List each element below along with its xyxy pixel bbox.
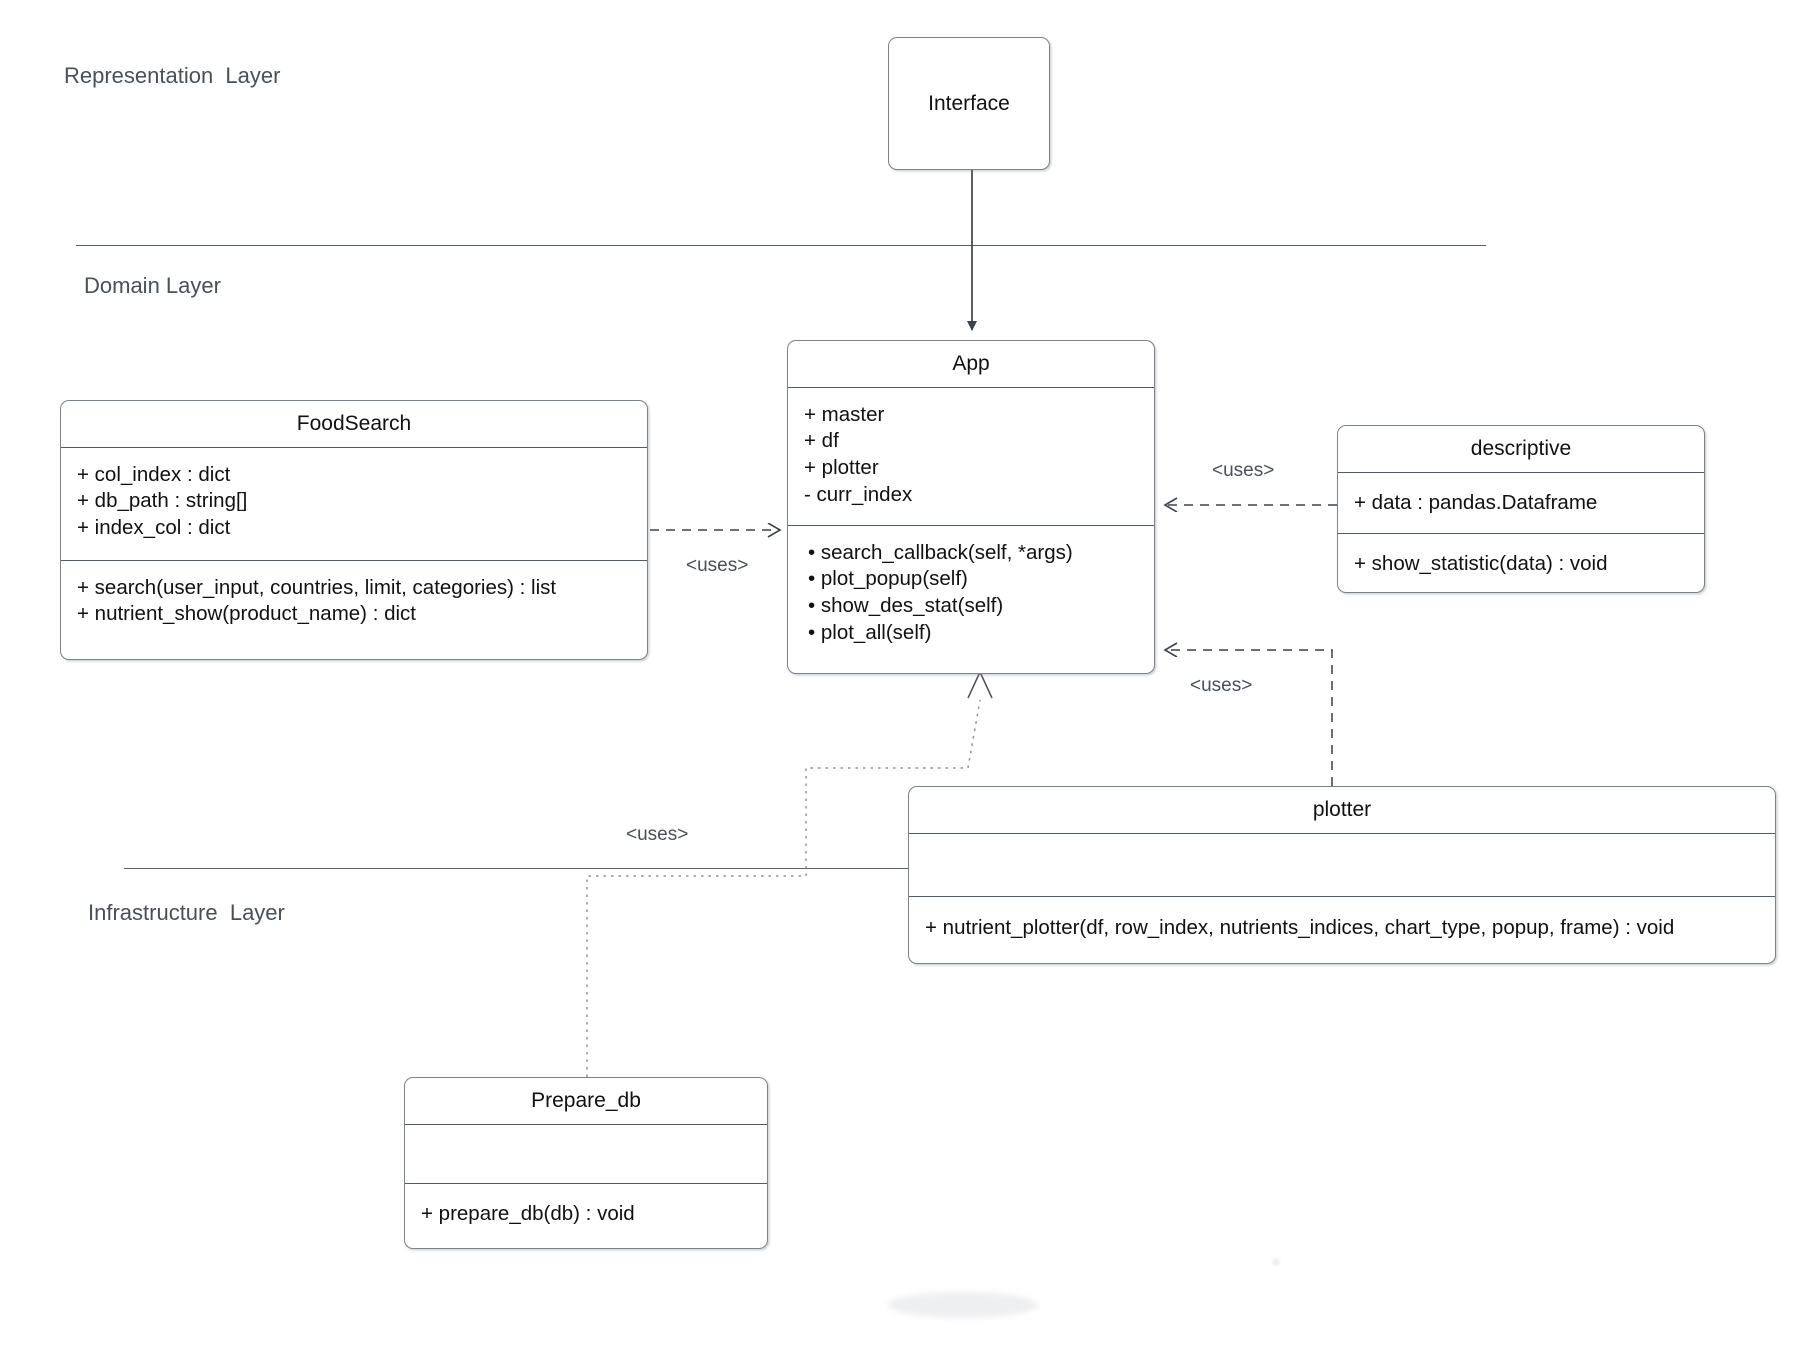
method-row: show_des_stat(self): [804, 593, 1140, 620]
attribute-row: + master: [804, 402, 885, 426]
class-title-descriptive: descriptive: [1470, 437, 1572, 460]
class-methods-plotter: + nutrient_plotter(df, row_index, nutrie…: [909, 897, 1775, 954]
connector-label-foodsearch-uses: <uses>: [686, 555, 749, 576]
hollow-triangle-icon: [967, 670, 993, 699]
class-separator: [788, 387, 1154, 388]
class-attributes-descriptive: + data : pandas.Dataframe: [1338, 473, 1704, 533]
class-title-interface: Interface: [928, 91, 1010, 115]
class-box-descriptive[interactable]: descriptive + data : pandas.Dataframe + …: [1337, 425, 1705, 593]
connector-label-descriptive-uses: <uses>: [1212, 460, 1275, 481]
class-separator: [405, 1183, 767, 1184]
method-row: plot_popup(self): [804, 566, 1140, 593]
class-attributes-plotter: [909, 834, 1775, 896]
method-row: + search(user_input, countries, limit, c…: [77, 575, 557, 599]
class-methods-app: search_callback(self, *args) plot_popup(…: [788, 526, 1154, 660]
class-box-plotter[interactable]: plotter + nutrient_plotter(df, row_index…: [908, 786, 1776, 964]
class-separator: [1338, 472, 1704, 473]
layer-label-representation: Representation Layer: [64, 63, 281, 88]
layer-label-domain: Domain Layer: [84, 273, 221, 298]
method-row: + show_statistic(data) : void: [1354, 551, 1608, 575]
class-separator: [909, 833, 1775, 834]
scan-artifact: [1272, 1258, 1280, 1266]
class-separator: [1338, 533, 1704, 534]
class-box-foodsearch[interactable]: FoodSearch + col_index : dict + db_path …: [60, 400, 648, 660]
class-title-app: App: [952, 352, 990, 375]
layer-label-infrastructure: Infrastructure Layer: [88, 900, 285, 925]
connector-label-prepare-db-uses: <uses>: [626, 824, 689, 845]
method-row: + prepare_db(db) : void: [421, 1201, 635, 1225]
class-title-prepare-db: Prepare_db: [531, 1089, 641, 1112]
class-separator: [61, 447, 647, 448]
class-separator: [405, 1124, 767, 1125]
attribute-row: + index_col : dict: [77, 516, 231, 540]
class-box-interface[interactable]: Interface: [888, 37, 1050, 170]
class-attributes-app: + master + df + plotter - curr_index: [788, 388, 1154, 525]
class-methods-foodsearch: + search(user_input, countries, limit, c…: [61, 561, 647, 641]
class-box-app[interactable]: App + master + df + plotter - curr_index…: [787, 340, 1155, 674]
attribute-row: + col_index : dict: [77, 462, 231, 486]
method-row: search_callback(self, *args): [804, 539, 1140, 566]
method-row: + nutrient_plotter(df, row_index, nutrie…: [925, 915, 1675, 939]
class-separator: [909, 896, 1775, 897]
class-separator: [61, 560, 647, 561]
scan-artifact: [888, 1292, 1038, 1318]
class-title-foodsearch: FoodSearch: [296, 412, 412, 435]
attribute-row: + plotter: [804, 456, 879, 480]
wire-plotter-to-app: [1165, 650, 1333, 786]
class-separator: [788, 525, 1154, 526]
attribute-row: - curr_index: [804, 483, 913, 507]
connector-label-plotter-uses: <uses>: [1190, 675, 1253, 696]
class-attributes-foodsearch: + col_index : dict + db_path : string[] …: [61, 448, 647, 560]
method-row: plot_all(self): [804, 620, 1140, 647]
layer-divider-representation-domain: [76, 245, 1486, 246]
attribute-row: + data : pandas.Dataframe: [1354, 490, 1598, 514]
class-attributes-prepare-db: [405, 1125, 767, 1183]
class-title-plotter: plotter: [1312, 798, 1372, 821]
class-methods-descriptive: + show_statistic(data) : void: [1338, 534, 1704, 590]
class-methods-prepare-db: + prepare_db(db) : void: [405, 1184, 767, 1240]
method-row: + nutrient_show(product_name) : dict: [77, 602, 417, 626]
attribute-row: + df: [804, 429, 839, 453]
class-box-prepare-db[interactable]: Prepare_db + prepare_db(db) : void: [404, 1077, 768, 1249]
attribute-row: + db_path : string[]: [77, 489, 248, 513]
